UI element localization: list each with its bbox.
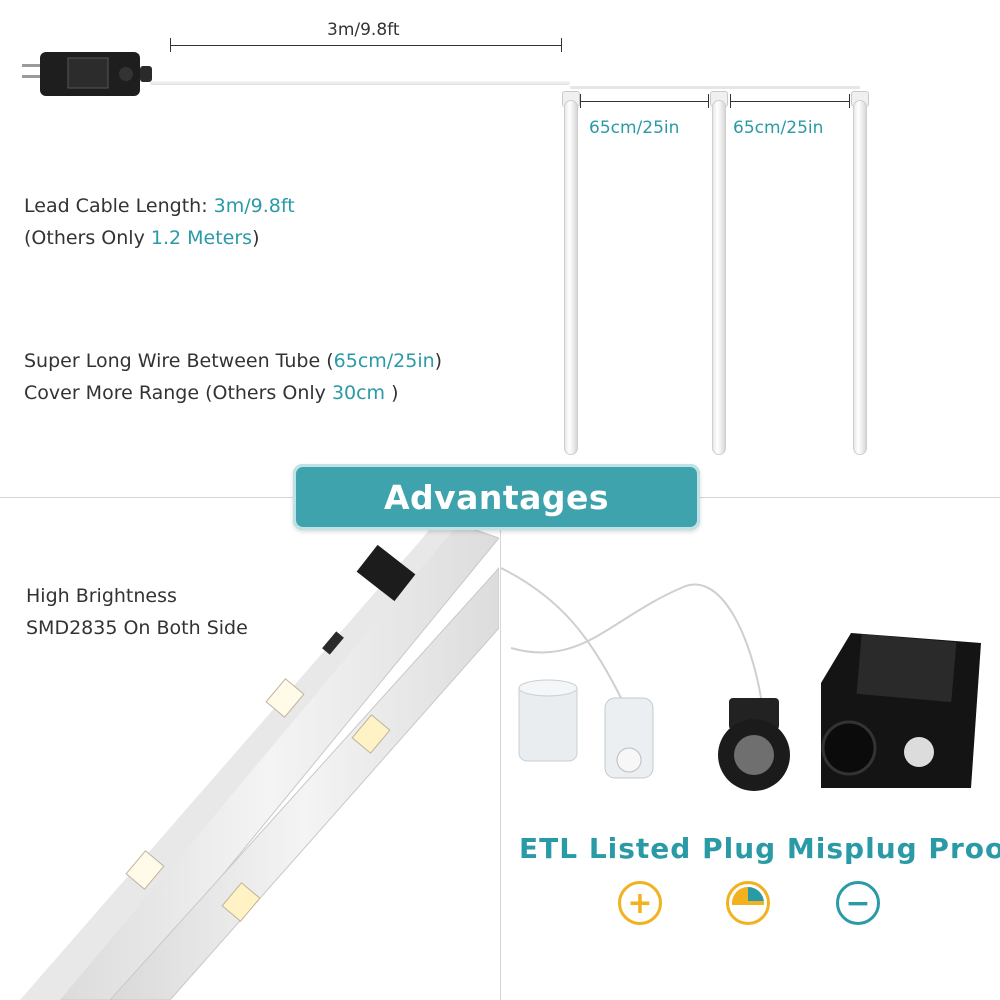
lead-dimension-label: 3m/9.8ft	[327, 20, 400, 40]
info-text: Super Long Wire Between Tube (	[24, 350, 334, 372]
lead-cable-info: Lead Cable Length: 3m/9.8ft	[24, 190, 295, 222]
plus-glyph: +	[627, 885, 653, 921]
advantages-label: Advantages	[383, 477, 610, 517]
info-text: (Others Only	[24, 227, 151, 249]
plug-image	[501, 498, 1000, 818]
dimension-tick	[561, 38, 562, 52]
minus-glyph: −	[845, 885, 871, 921]
polarity-symbol	[732, 887, 764, 919]
dimension-tick	[708, 94, 709, 108]
spacing-label-1: 65cm/25in	[589, 118, 680, 138]
led-strip-image	[0, 498, 499, 1000]
info-text: )	[252, 227, 260, 249]
info-text: Cover More Range (Others Only	[24, 382, 332, 404]
info-value: 1.2 Meters	[150, 227, 253, 249]
section-divider	[500, 497, 501, 1000]
polarity-icon	[726, 881, 770, 925]
advantages-banner: Advantages	[293, 464, 700, 530]
info-value: 30cm	[331, 382, 386, 404]
wire-between-tube-info: Super Long Wire Between Tube (65cm/25in)	[24, 345, 442, 377]
dimension-tick	[849, 94, 850, 108]
cover-range-info: Cover More Range (Others Only 30cm )	[24, 377, 399, 409]
plus-icon: +	[618, 881, 662, 925]
info-value: 65cm/25in	[333, 350, 435, 372]
info-text: Lead Cable Length:	[24, 195, 214, 217]
info-value: 3m/9.8ft	[213, 195, 295, 217]
others-cable-info: (Others Only 1.2 Meters)	[24, 222, 259, 254]
top-wire	[570, 86, 860, 89]
led-tube	[712, 100, 726, 455]
lead-dimension-line	[170, 45, 561, 46]
info-text: )	[385, 382, 399, 404]
etl-plug-caption: ETL Listed Plug Misplug Proof	[519, 832, 1000, 865]
led-tube	[853, 100, 867, 455]
minus-icon: −	[836, 881, 880, 925]
spacing-label-2: 65cm/25in	[733, 118, 824, 138]
power-adapter	[22, 48, 152, 98]
led-tube	[564, 100, 578, 455]
spacing-dimension-line	[580, 101, 708, 102]
brightness-title: High Brightness	[26, 585, 177, 607]
smd-info: SMD2835 On Both Side	[26, 617, 248, 639]
lead-cable	[150, 81, 570, 85]
info-text: )	[434, 350, 443, 372]
spacing-dimension-line	[730, 101, 849, 102]
